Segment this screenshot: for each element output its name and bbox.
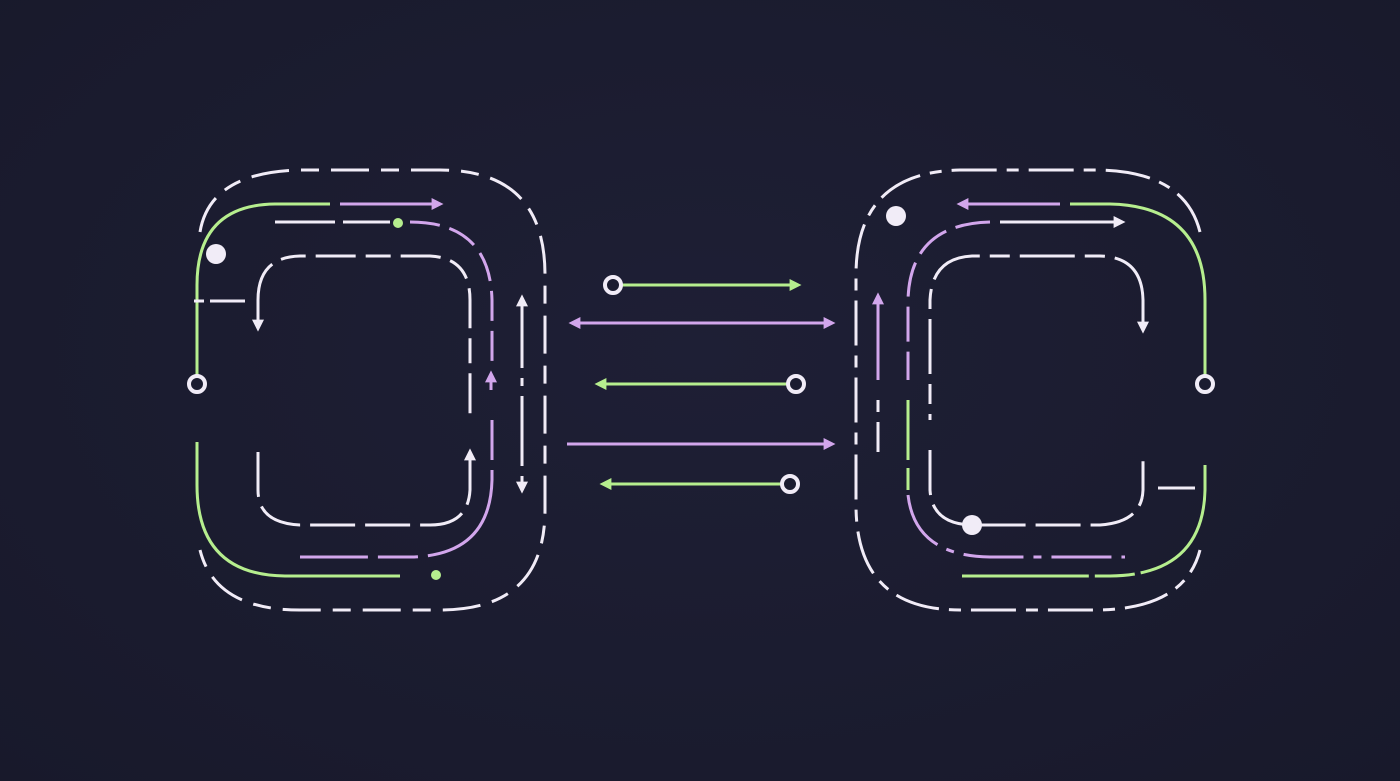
right-link (854, 168, 1215, 612)
left-inner-square (256, 254, 472, 420)
right-node-dot-top (886, 206, 906, 226)
connector-arrows (567, 275, 836, 494)
right-green-path-bottom (962, 465, 1207, 578)
left-green-dot-bottom (431, 570, 441, 580)
left-node-dot (206, 244, 226, 264)
left-purple-inner-arc (409, 220, 494, 370)
right-green-path-top (1070, 202, 1207, 376)
connector-arrow-1-origin (603, 275, 623, 295)
left-green-path-top (195, 202, 330, 376)
left-inner-square-bottom (256, 452, 472, 527)
connector-arrow-3-origin (786, 374, 806, 394)
right-node-dot-bottom (962, 515, 982, 535)
right-ring-node (1195, 374, 1215, 394)
left-outer-ring (198, 168, 547, 612)
right-inner-square (928, 254, 1145, 420)
right-inner-square-bottom (928, 450, 1145, 527)
right-purple-inner-arc (906, 220, 991, 380)
left-purple-inner-bottom (300, 420, 494, 559)
left-green-path-bottom (195, 442, 400, 578)
connector-arrow-5-origin (780, 474, 800, 494)
right-outer-ring (854, 168, 1202, 612)
right-purple-inner-bottom (906, 494, 1125, 559)
left-ring-node (187, 374, 207, 394)
left-link (187, 168, 547, 612)
left-green-dot-top (393, 218, 403, 228)
